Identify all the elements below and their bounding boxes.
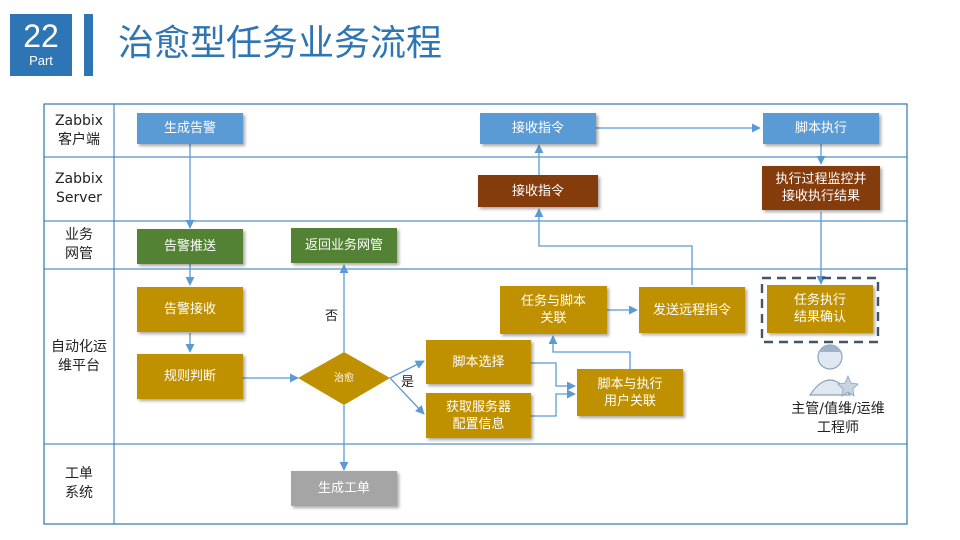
part-badge: 22 Part [10,14,72,76]
edge-userlink-to-tasklink [548,335,631,369]
node-script-execution: 脚本执行 [763,113,879,144]
edge-decision-to-serverinfo [389,377,425,415]
edge-label-no: 否 [325,309,339,324]
node-script-user-link: 脚本与执行 用户关联 [577,369,683,416]
edge-script-to-userlink [531,362,576,391]
edge-label-yes: 是 [401,375,415,390]
part-number: 22 [23,18,59,54]
lane-label-business-nms: 业务 网管 [65,227,93,262]
title-accent-bar [84,14,93,76]
node-receive-command-client: 接收指令 [480,113,596,144]
edge-decision-yes-script [389,360,425,379]
node-return-nms: 返回业务网管 [291,228,397,263]
node-get-server-info: 获取服务器 配置信息 [426,393,531,438]
edge-send-to-server [534,208,693,285]
node-task-result-confirm: 任务执行 结果确认 [767,285,873,333]
page-title: 治愈型任务业务流程 [118,23,443,64]
node-send-remote-command: 发送远程指令 [639,287,745,333]
node-task-script-link: 任务与脚本 关联 [500,286,607,334]
node-alert-push: 告警推送 [137,229,243,264]
diagram-frame [43,103,908,525]
node-alert-receive: 告警接收 [137,287,243,332]
node-decision-label: 治愈 [334,372,354,384]
engineer-icon [808,344,859,397]
node-rule-judge: 规则判断 [137,354,243,399]
engineer-label: 主管/值维/运维工程师 [791,401,885,436]
part-label: Part [29,53,53,68]
node-monitor-execution: 执行过程监控并 接收执行结果 [762,166,880,210]
node-generate-ticket: 生成工单 [291,471,397,506]
node-script-select: 脚本选择 [426,340,531,384]
lane-label-ticket-system: 工单 系统 [65,466,93,501]
lane-label-zabbix-server: Zabbix Server [54,171,104,206]
node-generate-alert: 生成告警 [137,113,243,144]
edge-serverinfo-to-userlink [531,389,576,417]
node-receive-command-server: 接收指令 [478,175,598,207]
lane-label-automation-platform: 自动化运 维平台 [51,338,107,374]
decision-diamond [298,352,390,405]
lane-label-zabbix-client: Zabbix 客户端 [54,112,104,148]
